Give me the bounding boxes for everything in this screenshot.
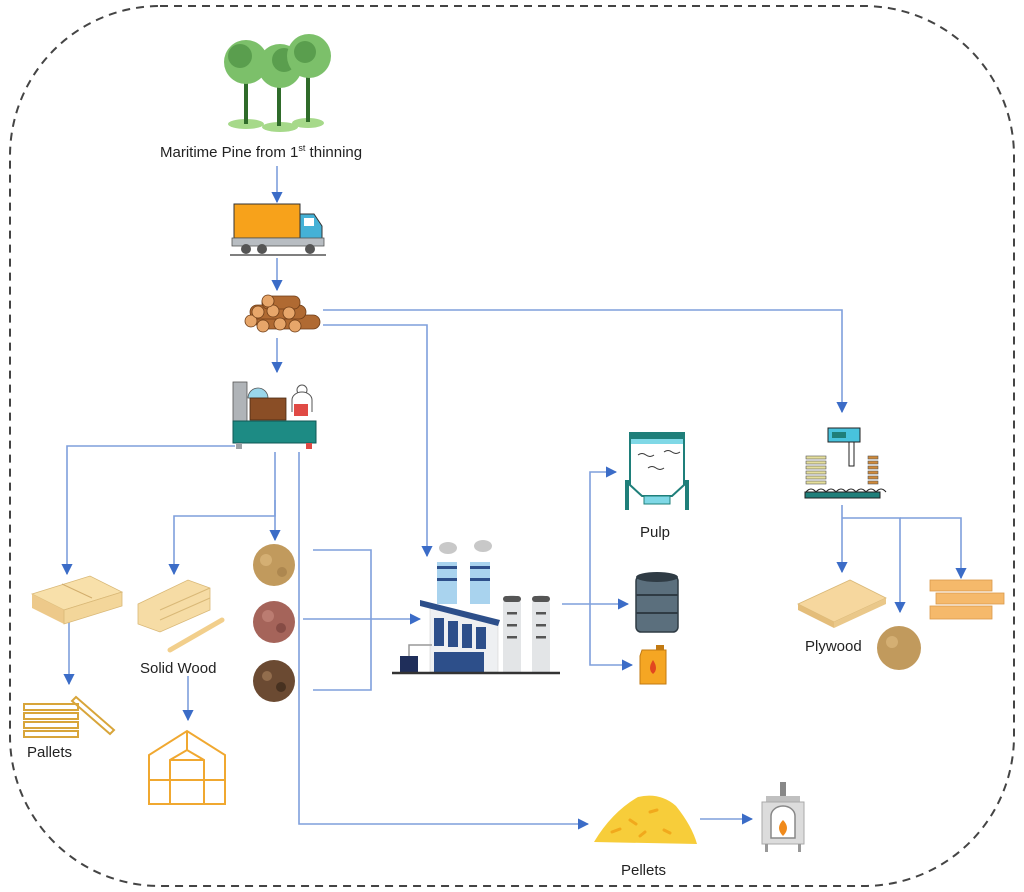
arrow-biorefinery-to-fuel [589, 604, 634, 671]
source-label-main: Maritime Pine from 1 [160, 144, 299, 161]
arrow-logs-to-biorefinery [323, 324, 433, 558]
pellets-label: Pellets [621, 862, 667, 879]
arrow-sawmill-to-timber [61, 445, 235, 576]
plywood-label: Plywood [805, 638, 862, 655]
arrow-sawmill-to-pellets [298, 452, 590, 830]
solid-wood-label: Solid Wood [140, 660, 217, 677]
logs-icon [244, 294, 321, 333]
veneer-mill-icon [804, 427, 887, 499]
line-residue-1 [313, 549, 372, 691]
plywood-icon [797, 579, 887, 628]
pulp-label: Pulp [640, 524, 671, 541]
fuel-canister-icon [639, 645, 667, 685]
arrow-biorefinery-to-pulp [589, 466, 618, 604]
veneer-residue-icon [877, 626, 921, 670]
arrow-sawmill-to-solid-wood [168, 452, 276, 576]
arrow-logs-to-veneer-mill [323, 309, 848, 414]
system-boundary-frame [9, 5, 1015, 887]
arrow-veneer-to-boards [900, 517, 967, 580]
timber-stack-icon [30, 575, 124, 625]
pallets-label: Pallets [27, 744, 73, 761]
sawdust-icon [253, 544, 295, 586]
pallets-icon [23, 695, 116, 738]
factory-icon [392, 540, 560, 675]
bark-icon [253, 601, 295, 643]
greenhouse-frame-icon [148, 729, 226, 805]
source-label-sup: st [298, 143, 306, 153]
wood-chips-icon [253, 660, 295, 702]
connectors [61, 166, 967, 830]
source-label: Maritime Pine from 1st thinning [160, 143, 362, 161]
trees-icon [224, 34, 331, 132]
solid-wood-icon [137, 579, 225, 653]
pulp-tank-icon [625, 432, 689, 510]
pellets-pile-icon [594, 795, 697, 844]
sawmill-icon [232, 381, 317, 449]
pellet-stove-icon [761, 782, 805, 852]
oil-drum-icon [635, 572, 679, 633]
wood-boards-icon [929, 579, 1005, 620]
truck-icon [230, 203, 326, 256]
source-label-end: thinning [305, 144, 363, 161]
